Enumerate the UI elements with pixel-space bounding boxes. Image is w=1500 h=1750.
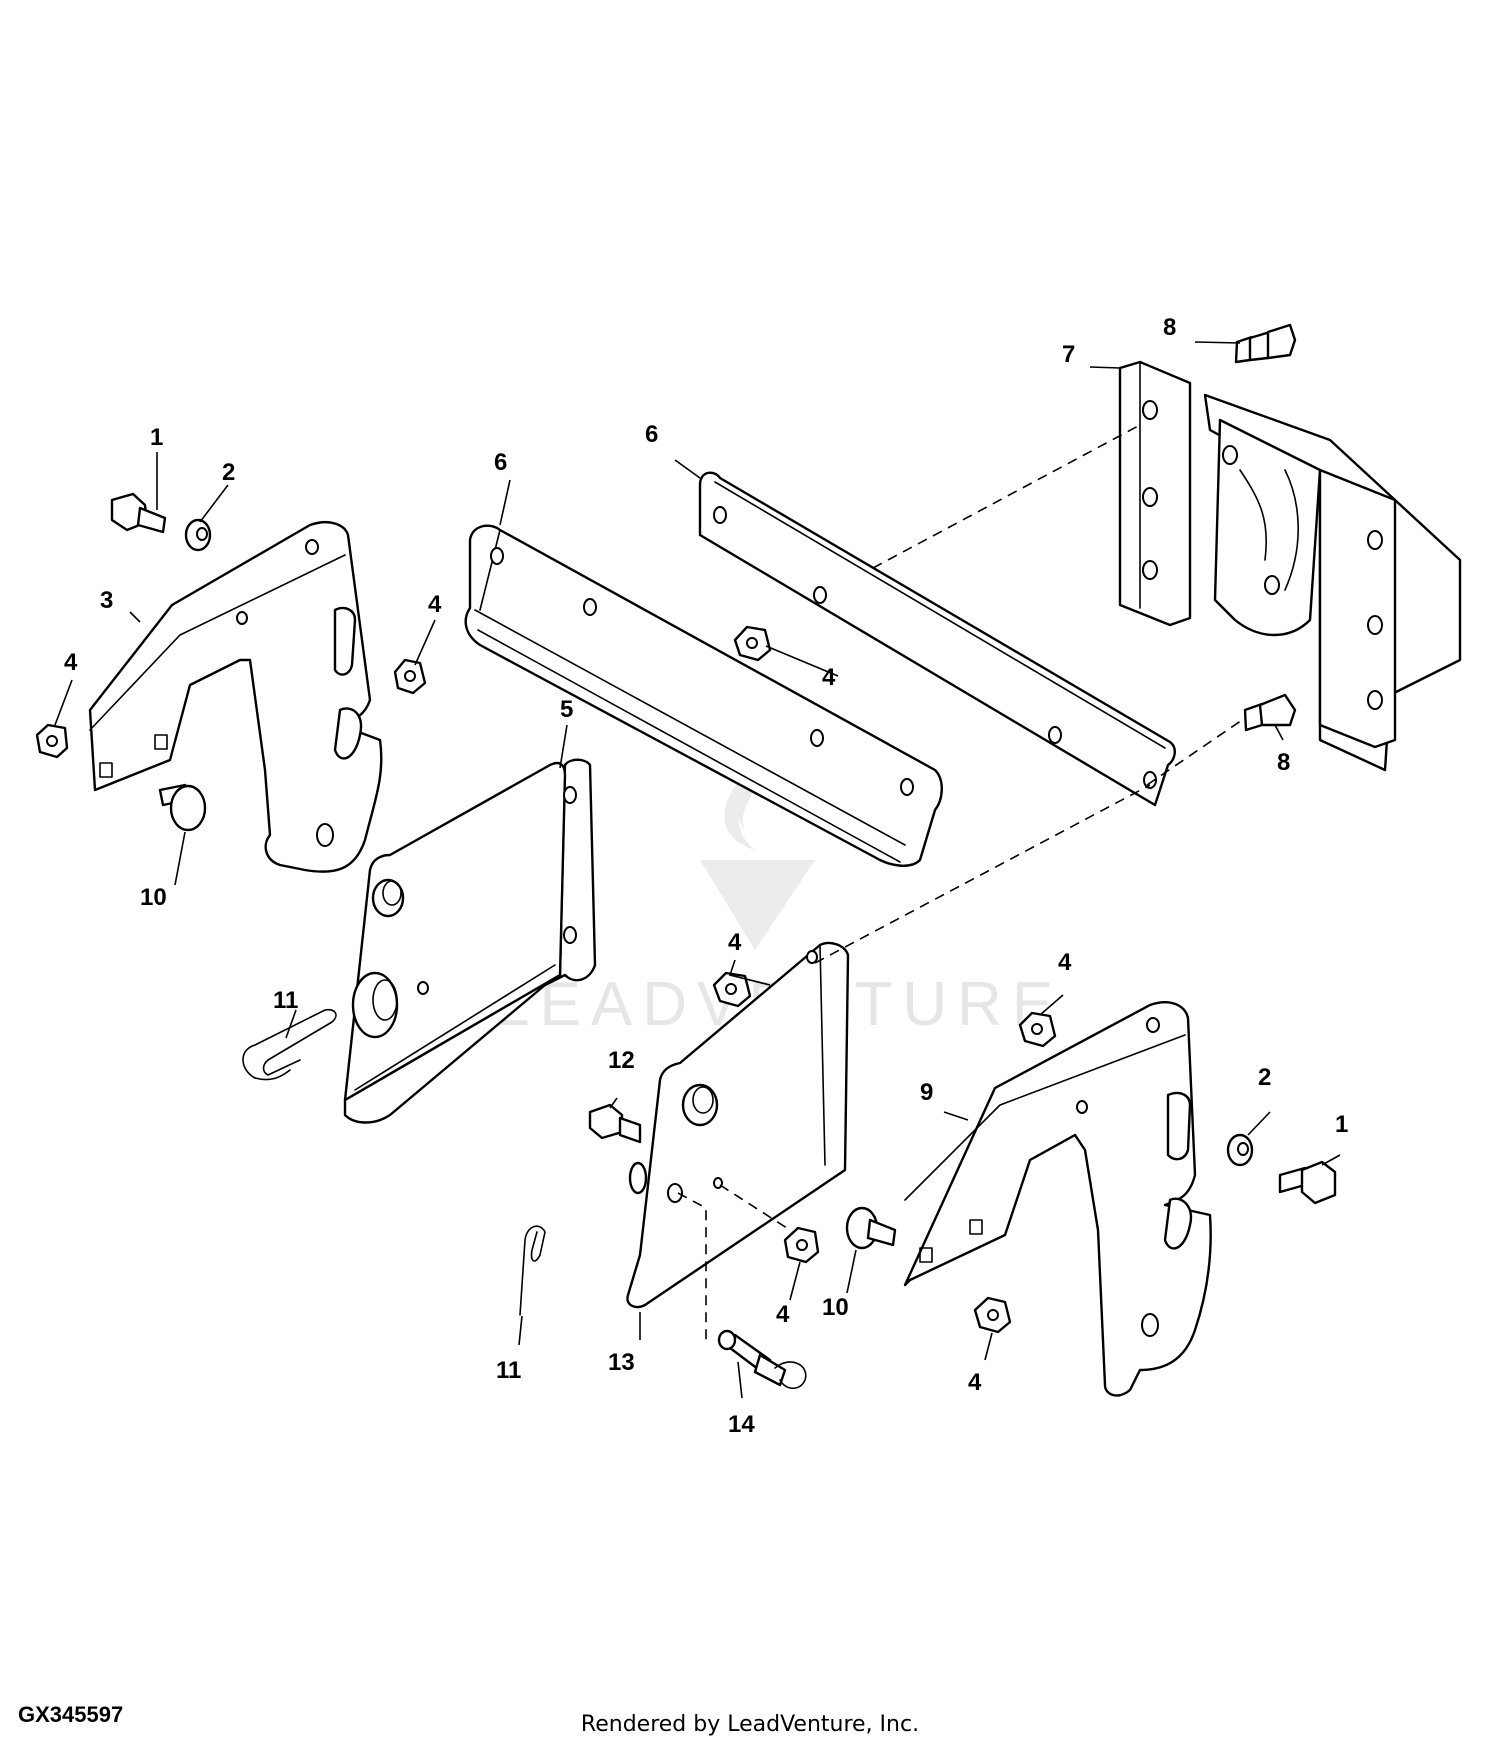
lock-pin-14 [717,1329,807,1390]
callout-bolt-8-top: 8 [1163,314,1176,341]
callout-bolt-1-right: 1 [1335,1111,1348,1138]
render-credit: Rendered by LeadVenture, Inc. [580,1712,920,1737]
washer-2-right [1226,1133,1254,1167]
callout-plate-13: 13 [608,1349,635,1376]
figure-id: GX345597 [18,1702,124,1727]
nut-4-right-bottom [973,1296,1012,1334]
callout-plate-5: 5 [560,696,573,723]
nut-4-left-a [35,723,69,759]
mount-bracket-7 [1118,360,1462,772]
bolt-8-rail [1243,693,1297,732]
callout-bracket-9: 9 [920,1079,933,1106]
carriage-10-right [845,1206,897,1250]
callout-washer-2-left: 2 [222,459,235,486]
bracket-3-left [88,521,383,873]
callout-bolt-12: 12 [608,1047,635,1074]
callout-mount-7: 7 [1062,341,1075,368]
callout-carriage-10-right: 10 [822,1294,849,1321]
nut-4-plate13-top [712,971,752,1008]
callout-pin-11-lower: 11 [496,1357,521,1384]
callout-rail-6-front: 6 [494,449,507,476]
nut-4-rail [733,625,772,662]
plate-13 [626,941,850,1309]
nut-4-right-top [1018,1011,1057,1048]
callout-nut-4-right-top: 4 [1058,949,1072,976]
assembly-lines [677,424,1246,1345]
callout-washer-2-right: 2 [1258,1064,1271,1091]
callout-pin-11-left: 11 [273,987,298,1014]
callout-bolt-1-left: 1 [150,424,163,451]
washer-2-left [184,518,212,552]
bolt-1-right [1278,1160,1337,1205]
nut-4-left-b [393,658,427,695]
callout-nut-4-plate13-top: 4 [728,929,742,956]
bolt-8-top [1234,323,1297,364]
carriage-10-left [158,783,207,832]
pin-11-left [242,1008,337,1081]
callout-nut-4-rail: 4 [822,664,836,691]
bolt-12 [588,1103,642,1144]
callout-carriage-10-left: 10 [140,884,167,911]
callout-bracket-3: 3 [100,587,113,614]
nut-4-plate13-bottom [783,1226,820,1264]
pin-11-lower [519,1225,546,1316]
plate-5 [343,758,597,1124]
bolt-1-left [110,492,167,534]
callout-nut-4-plate13-bottom: 4 [776,1301,790,1328]
callout-lock-pin-14: 14 [728,1411,755,1438]
rail-6-rear [698,471,1176,807]
leader-lines [54,341,1341,1399]
bracket-9-right [903,1001,1212,1397]
rail-6-front [464,524,943,867]
callout-rail-6-rear: 6 [645,421,658,448]
callout-bolt-8-rail: 8 [1277,749,1290,776]
callout-nut-4-right-bottom: 4 [968,1369,982,1396]
callouts: 1 2 3 4 4 5 6 6 4 7 8 8 4 10 11 12 11 13… [64,314,1348,1438]
callout-nut-4-left-b: 4 [428,591,442,618]
callout-nut-4-left-a: 4 [64,649,78,676]
